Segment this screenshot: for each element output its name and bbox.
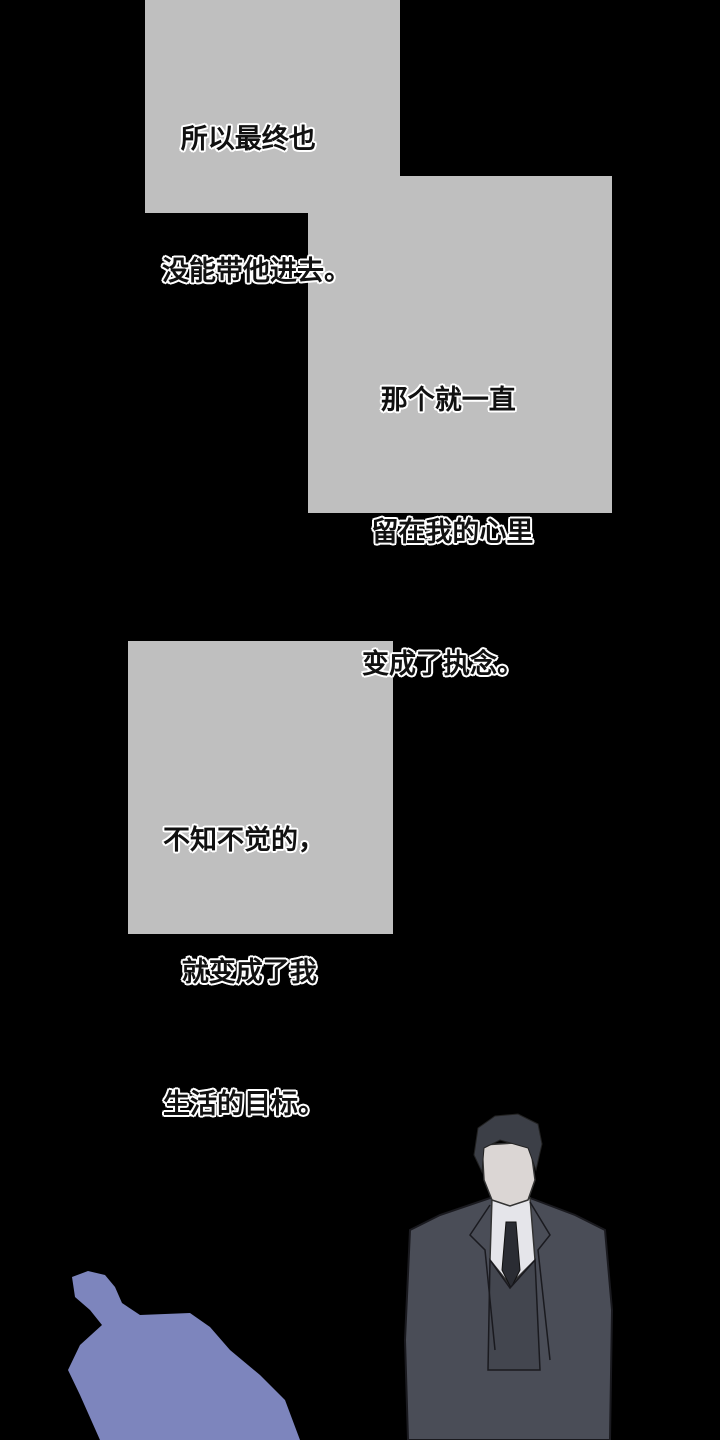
caption-text-2: 那个就一直 留在我的心里 变成了执念。 [362,291,533,731]
caption-box-2 [308,176,612,513]
man-in-suit-figure [403,1113,614,1440]
caption-line: 没能带他进去。 [162,256,351,287]
caption-line: 就变成了我 [163,957,317,988]
caption-line: 变成了执念。 [362,649,524,680]
caption-box-3 [128,641,393,934]
caption-line: 生活的目标。 [163,1089,325,1120]
caption-line: 不知不觉的， [163,825,325,856]
caption-line: 所以最终也 [162,124,316,155]
caption-text-1: 所以最终也 没能带他进去。 [162,30,351,338]
caption-line: 留在我的心里 [362,517,534,548]
caption-line: 那个就一直 [362,385,516,416]
caption-text-3: 不知不觉的， 就变成了我 生活的目标。 [163,731,325,1171]
silhouette-figure [68,1271,300,1440]
